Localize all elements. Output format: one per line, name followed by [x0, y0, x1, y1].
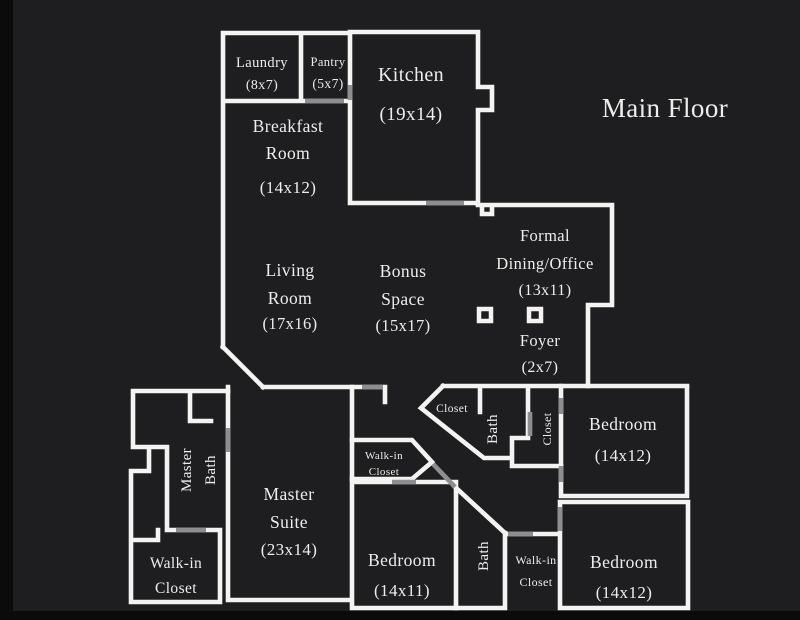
- wall-walkin-pentagon: [349, 437, 436, 482]
- room-label-walkin-master-2: Closet: [155, 580, 197, 597]
- room-dims-dining: (13x11): [519, 282, 572, 299]
- room-dims-kitchen: (19x14): [380, 104, 443, 125]
- wall-bedrooms-right: [452, 383, 691, 611]
- room-label-bath-lower: Bath: [476, 541, 492, 571]
- room-dims-breakfast: (14x12): [260, 178, 317, 197]
- room-dims-laundry: (8x7): [246, 78, 278, 93]
- room-dims-bonus: (15x17): [375, 316, 430, 335]
- door-segments: [176, 85, 564, 537]
- room-label-bedroom-tr: Bedroom: [589, 414, 657, 434]
- column-icon: [476, 306, 494, 324]
- room-label-bedroom-br: Bedroom: [590, 552, 658, 572]
- wall-master-suite-bedroom-mid: [225, 384, 459, 611]
- room-dims-pantry: (5x7): [312, 76, 343, 91]
- room-label-dining-2: Dining/Office: [496, 254, 593, 273]
- room-label-foyer: Foyer: [520, 331, 561, 350]
- left-border-bar: [0, 0, 13, 620]
- room-dims-bedroom-tr: (14x12): [595, 446, 652, 465]
- room-label-master-bath-1: Master: [179, 448, 195, 492]
- room-label-kitchen: Kitchen: [378, 64, 444, 86]
- room-label-bedroom-mid: Bedroom: [368, 550, 436, 570]
- room-label-breakfast-1: Breakfast: [253, 116, 324, 136]
- room-label-living-1: Living: [265, 260, 314, 280]
- room-label-laundry: Laundry: [236, 55, 288, 71]
- wall-dining-foyer: [475, 202, 615, 389]
- room-dims-master-suite: (23x14): [261, 540, 318, 559]
- room-label-pantry: Pantry: [310, 55, 345, 69]
- room-labels: Main Floor Laundry (8x7) Pantry (5x7) Ki…: [150, 55, 728, 602]
- room-label-dining-1: Formal: [520, 226, 570, 245]
- room-label-walkin-mid-1: Walk-in: [515, 553, 556, 567]
- room-label-hall-bath: Bath: [485, 414, 501, 444]
- room-dims-bedroom-mid: (14x11): [374, 581, 430, 600]
- room-label-master-suite-2: Suite: [270, 512, 308, 532]
- room-label-walkin-mid-2: Closet: [519, 575, 552, 589]
- room-label-walkin-master-1: Walk-in: [150, 555, 202, 572]
- room-label-master-bath-2: Bath: [203, 455, 219, 485]
- room-label-closet-strip: Closet: [540, 412, 554, 445]
- room-dims-living: (17x16): [262, 314, 317, 333]
- room-label-walkin-small-1: Walk-in: [365, 450, 403, 462]
- room-label-bonus-2: Space: [381, 289, 425, 309]
- room-label-living-2: Room: [268, 288, 312, 308]
- column-icon: [526, 306, 544, 324]
- room-label-hall-closet: Closet: [436, 403, 468, 415]
- wall-living-diagonal-wing-top: [219, 343, 388, 405]
- room-label-master-suite-1: Master: [264, 484, 315, 504]
- bottom-border-bar: [0, 611, 800, 620]
- room-label-bonus-1: Bonus: [380, 261, 427, 281]
- room-dims-bedroom-br: (14x12): [596, 583, 653, 602]
- page-title: Main Floor: [602, 93, 728, 123]
- wall-hall-diagonals-bath-closet: [417, 382, 690, 537]
- wall-laundry-pantry-kitchen: [220, 29, 495, 350]
- room-label-walkin-small-2: Closet: [369, 466, 400, 478]
- room-label-breakfast-2: Room: [266, 143, 310, 163]
- room-dims-foyer: (2x7): [522, 359, 559, 376]
